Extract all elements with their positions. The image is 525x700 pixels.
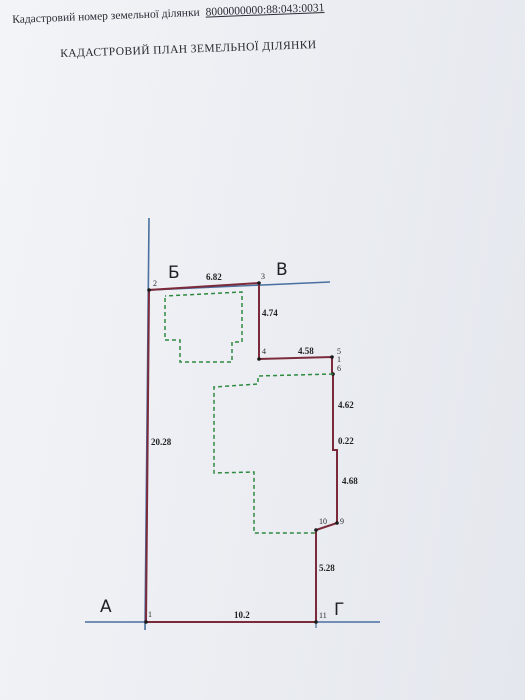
corner-label-v: В <box>276 260 288 280</box>
dimension-2-3: 6.82 <box>206 272 222 282</box>
dimension-7-8: 0.22 <box>338 436 354 446</box>
point-label-10: 10 <box>319 517 327 526</box>
building-outline-main <box>213 373 334 534</box>
corner-label-a: А <box>100 597 112 617</box>
point-label-5: 5 <box>337 347 341 356</box>
dimension-3-4: 4.74 <box>262 308 278 318</box>
point-label-1: 1 <box>148 610 152 619</box>
corner-label-g: Г <box>334 600 344 620</box>
dimension-4-5: 4.58 <box>298 346 314 356</box>
point-label-6: 6 <box>337 364 341 373</box>
dimension-10-11: 5.28 <box>319 563 335 573</box>
dimension-8-9: 4.68 <box>342 476 358 486</box>
point-label-2: 2 <box>153 279 157 288</box>
building-outline-upper <box>164 291 243 363</box>
corner-label-b: Б <box>168 263 180 283</box>
point-label-7: 1 <box>337 355 341 364</box>
dimension-1-11: 10.2 <box>234 610 250 620</box>
point-label-9: 9 <box>340 517 344 526</box>
dimension-6-7: 4.62 <box>338 400 354 410</box>
point-label-3: 3 <box>261 272 265 281</box>
point-label-11: 11 <box>319 611 327 620</box>
point-label-4: 4 <box>262 347 266 356</box>
dimension-1-2: 20.28 <box>151 437 172 447</box>
